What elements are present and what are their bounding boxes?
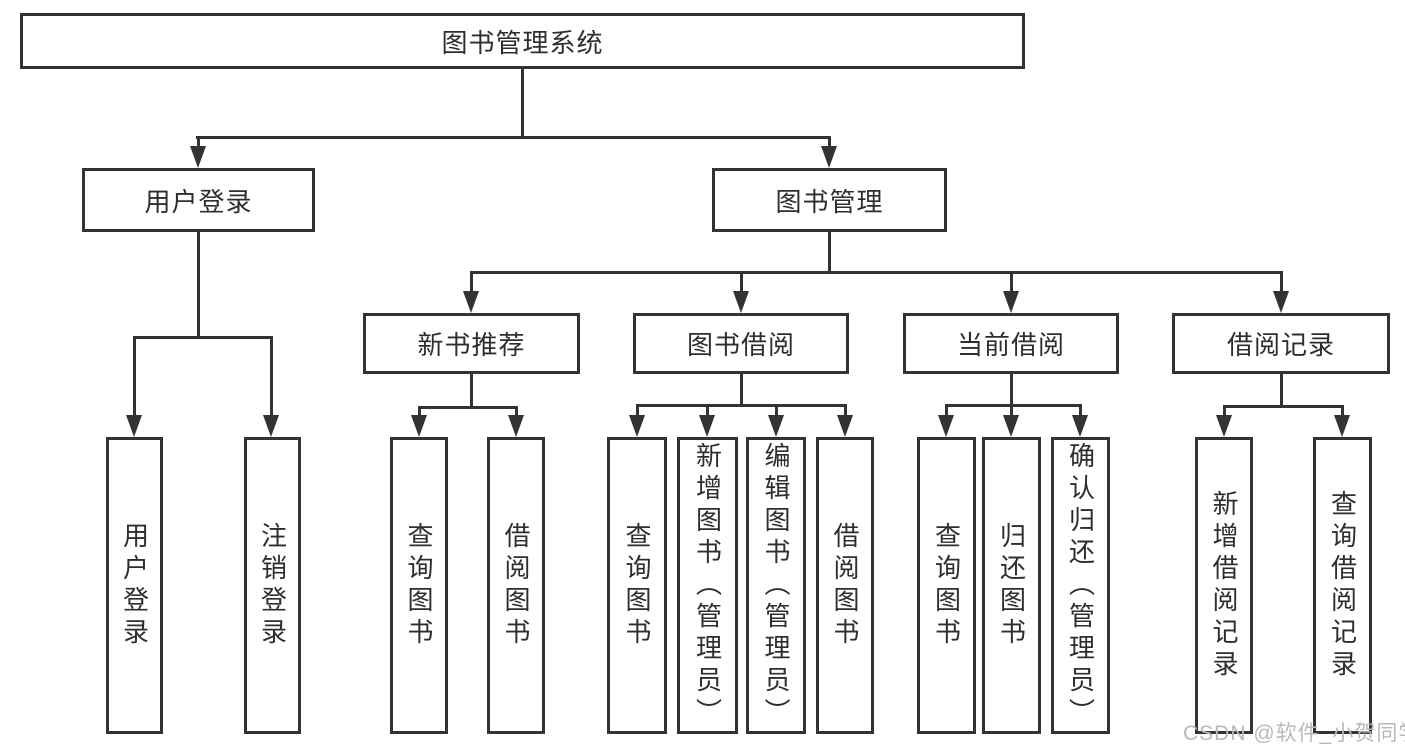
node-label: 查询图书 (622, 521, 652, 650)
connector-stem (1010, 374, 1013, 406)
node-label: 图书管理系统 (441, 27, 604, 58)
node-query-books-current: 查询图书 (917, 437, 976, 734)
node-label: 编辑图书（管理员） (761, 441, 791, 730)
connector-stem (740, 374, 743, 406)
node-label: 查询图书 (931, 521, 962, 650)
connector-drop (1341, 406, 1344, 423)
arrowhead-down-icon (629, 415, 645, 437)
connector-drop (945, 405, 948, 423)
connector-drop (133, 337, 136, 423)
node-label: 借阅图书 (830, 521, 860, 650)
arrowhead-down-icon (699, 415, 715, 437)
watermark: CSDN @软件_小贺同学 (1183, 722, 1405, 745)
node-new-book-recommend: 新书推荐 (363, 313, 580, 374)
node-label: 归还图书 (996, 521, 1027, 650)
node-label: 新增图书（管理员） (692, 441, 723, 730)
node-borrow-records: 借阅记录 (1172, 313, 1390, 374)
node-label: 图书借阅 (686, 330, 795, 360)
connector-rail (636, 404, 847, 407)
node-borrow-books-action: 借阅图书 (816, 437, 874, 734)
connector-drop (1223, 406, 1226, 423)
node-user-login-action: 用户登录 (106, 437, 163, 734)
connector-drop (636, 405, 639, 423)
node-label: 新增借阅记录 (1209, 489, 1239, 682)
arrowhead-down-icon (768, 415, 784, 437)
connector-drop (844, 405, 847, 423)
connector-drop (1280, 272, 1283, 299)
node-book-borrow: 图书借阅 (633, 313, 849, 374)
arrowhead-down-icon (508, 415, 524, 437)
arrowhead-down-icon (821, 146, 837, 168)
node-label: 注销登录 (257, 521, 288, 650)
connector-stem (470, 374, 473, 408)
arrowhead-down-icon (1003, 415, 1019, 437)
connector-rail (945, 404, 1082, 407)
node-logout-action: 注销登录 (244, 437, 301, 734)
node-label: 用户登录 (119, 521, 150, 650)
node-current-borrow: 当前借阅 (903, 313, 1119, 374)
arrowhead-down-icon (938, 415, 954, 437)
node-book-management: 图书管理 (712, 168, 947, 232)
node-return-books: 归还图书 (982, 437, 1041, 734)
node-confirm-return-admin: 确认归还（管理员） (1051, 437, 1110, 734)
node-label: 用户登录 (144, 186, 253, 217)
connector-drop (197, 137, 200, 154)
node-label: 新书推荐 (417, 330, 526, 360)
connector-drop (706, 405, 709, 423)
arrowhead-down-icon (126, 415, 142, 437)
node-library-system: 图书管理系统 (20, 13, 1025, 69)
connector-drop (1010, 272, 1013, 299)
node-user-login: 用户登录 (82, 168, 315, 232)
node-query-books-recommend: 查询图书 (390, 437, 448, 734)
node-label: 图书管理 (775, 186, 884, 217)
connector-stem (1280, 374, 1283, 407)
node-borrow-books-recommend: 借阅图书 (487, 437, 545, 734)
connector-drop (470, 272, 473, 299)
connector-drop (740, 272, 743, 299)
connector-drop (828, 137, 831, 154)
connector-rail (418, 406, 518, 409)
node-label: 当前借阅 (956, 330, 1065, 360)
arrowhead-down-icon (733, 291, 749, 313)
node-label: 查询借阅记录 (1327, 489, 1358, 682)
arrowhead-down-icon (1003, 291, 1019, 313)
arrowhead-down-icon (190, 146, 206, 168)
arrowhead-down-icon (837, 415, 853, 437)
connector-drop (1010, 405, 1013, 423)
node-label: 确认归还（管理员） (1065, 441, 1096, 730)
arrowhead-down-icon (263, 415, 279, 437)
connector-drop (775, 405, 778, 423)
arrowhead-down-icon (1216, 415, 1232, 437)
node-query-books-borrow: 查询图书 (607, 437, 667, 734)
node-add-books-admin: 新增图书（管理员） (677, 437, 738, 734)
connector-rail (196, 136, 831, 139)
arrowhead-down-icon (1334, 415, 1350, 437)
connector-stem (521, 69, 524, 138)
arrowhead-down-icon (463, 291, 479, 313)
connector-drop (270, 337, 273, 423)
node-label: 借阅记录 (1226, 330, 1335, 360)
connector-rail (1223, 405, 1344, 408)
node-add-borrow-record: 新增借阅记录 (1195, 437, 1253, 734)
arrowhead-down-icon (1072, 415, 1088, 437)
arrowhead-down-icon (411, 415, 427, 437)
node-edit-books-admin: 编辑图书（管理员） (746, 437, 806, 734)
node-label: 查询图书 (404, 521, 434, 650)
node-label: 借阅图书 (501, 521, 531, 650)
connector-stem (197, 232, 200, 338)
node-query-borrow-record: 查询借阅记录 (1313, 437, 1372, 734)
connector-rail (470, 271, 1283, 274)
connector-rail (133, 336, 273, 339)
arrowhead-down-icon (1273, 291, 1289, 313)
connector-stem (828, 232, 831, 273)
connector-drop (1079, 405, 1082, 423)
